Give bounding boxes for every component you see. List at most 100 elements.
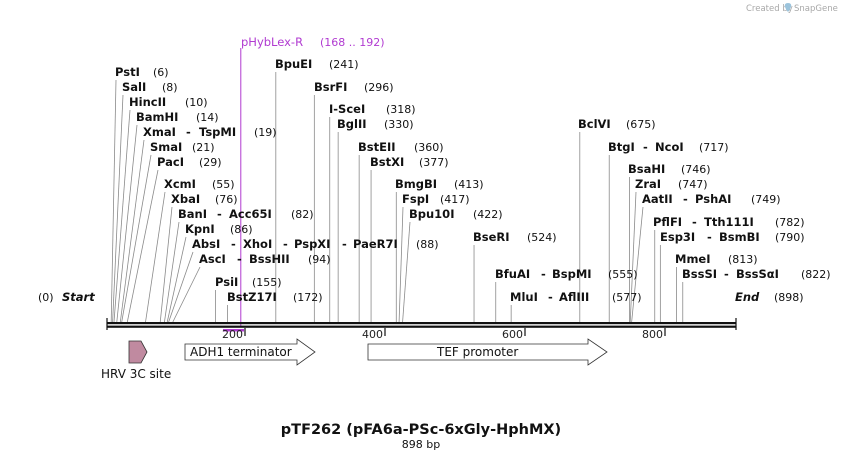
enzyme-site[interactable]: I-SceI(318) xyxy=(329,102,416,116)
enzyme-site[interactable]: PsiI(155) xyxy=(215,275,282,289)
enzyme-name: HincII xyxy=(129,95,166,109)
enzyme-site[interactable]: BanI-Acc65I (82) xyxy=(178,207,314,221)
enzyme-site[interactable]: BtgI-NcoI(717) xyxy=(608,140,729,154)
snapgene-logo-icon xyxy=(784,3,792,12)
enzyme-position: (241) xyxy=(329,58,359,71)
enzyme-name: ZraI xyxy=(635,177,661,191)
end-label: End xyxy=(735,290,760,304)
enzyme-site[interactable]: AatII-PshAI(749) xyxy=(642,192,781,206)
enzyme-position: (82) xyxy=(291,208,314,221)
enzyme-name: AscI xyxy=(199,252,226,266)
enzyme-alt3-name: PaeR7I xyxy=(353,237,398,251)
enzyme-site[interactable]: BglII(330) xyxy=(337,117,414,131)
enzyme-leader-line xyxy=(398,206,404,323)
enzyme-position: (29) xyxy=(199,156,222,169)
svg-text:-: - xyxy=(683,192,688,206)
enzyme-name: SmaI xyxy=(150,140,182,154)
enzyme-site[interactable]: BmgBI(413) xyxy=(395,177,484,191)
enzyme-site[interactable]: SalI(8) xyxy=(122,80,178,94)
ruler: 200 400 600 800 xyxy=(222,328,666,341)
enzyme-position: (746) xyxy=(681,163,711,176)
enzyme-alt-name: PshAI xyxy=(695,192,731,206)
enzyme-leader-line xyxy=(116,124,138,323)
enzyme-position: (21) xyxy=(192,141,215,154)
enzyme-site[interactable]: BsrFI(296) xyxy=(314,80,394,94)
enzyme-alt-name: BssHII xyxy=(249,252,290,266)
svg-text:-: - xyxy=(643,140,648,154)
enzyme-position: (318) xyxy=(386,103,416,116)
svg-text:-: - xyxy=(724,267,729,281)
enzyme-name: Esp3I xyxy=(660,230,695,244)
enzyme-position: (10) xyxy=(185,96,208,109)
enzyme-site[interactable]: XbaI(76) xyxy=(171,192,238,206)
svg-text:-: - xyxy=(707,230,712,244)
enzyme-site[interactable]: BfuAI-BspMI(555) xyxy=(495,267,638,281)
enzyme-leader-line xyxy=(121,154,152,323)
ruler-label-600: 600 xyxy=(502,328,523,341)
enzyme-name: BmgBI xyxy=(395,177,437,191)
feature-arrow xyxy=(128,340,148,364)
credit-brand: SnapGene xyxy=(794,4,838,14)
enzyme-site[interactable]: Esp3I-BsmBI(790) xyxy=(660,230,805,244)
enzyme-site[interactable]: BamHI(14) xyxy=(136,110,219,124)
enzyme-site[interactable]: AscI-BssHII(94) xyxy=(199,252,331,266)
enzyme-site[interactable]: PacI (29) xyxy=(157,155,222,169)
enzyme-site[interactable]: HincII (10) xyxy=(129,95,208,109)
enzyme-site[interactable]: MmeI(813) xyxy=(675,252,758,266)
enzyme-position: (822) xyxy=(801,268,831,281)
enzyme-name: BstEII xyxy=(358,140,396,154)
enzyme-alt-name: XhoI xyxy=(243,237,272,251)
enzyme-leader-line xyxy=(172,266,201,323)
feature-hrv-3c-site[interactable]: HRV 3C site xyxy=(101,340,171,381)
enzyme-labels: PstI(6) SalI(8) HincII (10) BamHI(14) Xma… xyxy=(115,57,831,304)
enzyme-alt-name: Tth111I xyxy=(704,215,754,229)
enzyme-name: XmaI xyxy=(143,125,176,139)
svg-text:-: - xyxy=(342,237,347,251)
sequence-end: End (898) xyxy=(735,290,804,304)
enzyme-site[interactable]: SmaI (21) xyxy=(150,140,215,154)
enzyme-position: (749) xyxy=(751,193,781,206)
enzyme-alt-name: BssSαI xyxy=(736,267,779,281)
enzyme-position: (6) xyxy=(153,66,169,79)
feature-arrow xyxy=(367,338,608,366)
enzyme-name: FspI xyxy=(402,192,429,206)
primer-annotation[interactable]: pHybLex-R (168 .. 192) xyxy=(223,35,385,332)
enzyme-site[interactable]: MluI-AflIII(577) xyxy=(510,290,642,304)
enzyme-name: BamHI xyxy=(136,110,178,124)
feature-tef-promoter[interactable]: TEF promoter xyxy=(367,338,608,366)
enzyme-name: PacI xyxy=(157,155,184,169)
enzyme-site[interactable]: KpnI(86) xyxy=(185,222,253,236)
enzyme-position: (675) xyxy=(626,118,656,131)
enzyme-site[interactable]: FspI(417) xyxy=(402,192,470,206)
enzyme-name: BglII xyxy=(337,117,367,131)
enzyme-site[interactable]: Bpu10I(422) xyxy=(409,207,503,221)
enzyme-site[interactable]: BssSI-BssSαI(822) xyxy=(682,267,831,281)
enzyme-site[interactable]: BclVI(675) xyxy=(578,117,656,131)
enzyme-site[interactable]: BstZ17I(172) xyxy=(227,290,323,304)
credit-text: Created by xyxy=(746,4,793,14)
enzyme-name: BseRI xyxy=(473,230,510,244)
enzyme-site[interactable]: XcmI(55) xyxy=(164,177,235,191)
enzyme-site[interactable]: XmaI-TspMI(19) xyxy=(143,125,277,139)
enzyme-site[interactable]: BseRI(524) xyxy=(473,230,557,244)
svg-text:-: - xyxy=(217,207,222,221)
enzyme-site[interactable]: PflFI-Tth111I(782) xyxy=(653,215,805,229)
start-label: Start xyxy=(62,290,95,304)
enzyme-site[interactable]: BstEII(360) xyxy=(358,140,444,154)
feature-adh1-terminator[interactable]: ADH1 terminator xyxy=(184,338,316,366)
enzyme-site[interactable]: BstXI(377) xyxy=(370,155,449,169)
enzyme-site[interactable]: BpuEI(241) xyxy=(275,57,359,71)
enzyme-name: BanI xyxy=(178,207,207,221)
enzyme-site[interactable]: PstI(6) xyxy=(115,65,169,79)
enzyme-position: (377) xyxy=(419,156,449,169)
primer-name: pHybLex-R xyxy=(241,35,303,49)
enzyme-leader-line xyxy=(159,206,173,323)
svg-text:-: - xyxy=(548,290,553,304)
enzyme-name: AbsI xyxy=(192,237,220,251)
enzyme-site[interactable]: BsaHI(746) xyxy=(628,162,711,176)
enzyme-name: Bpu10I xyxy=(409,207,454,221)
enzyme-site[interactable]: AbsI-XhoI-PspXI-PaeR7I(88) xyxy=(192,237,439,251)
enzyme-alt-name: Acc65I xyxy=(229,207,272,221)
enzyme-name: KpnI xyxy=(185,222,215,236)
enzyme-site[interactable]: ZraI(747) xyxy=(635,177,708,191)
